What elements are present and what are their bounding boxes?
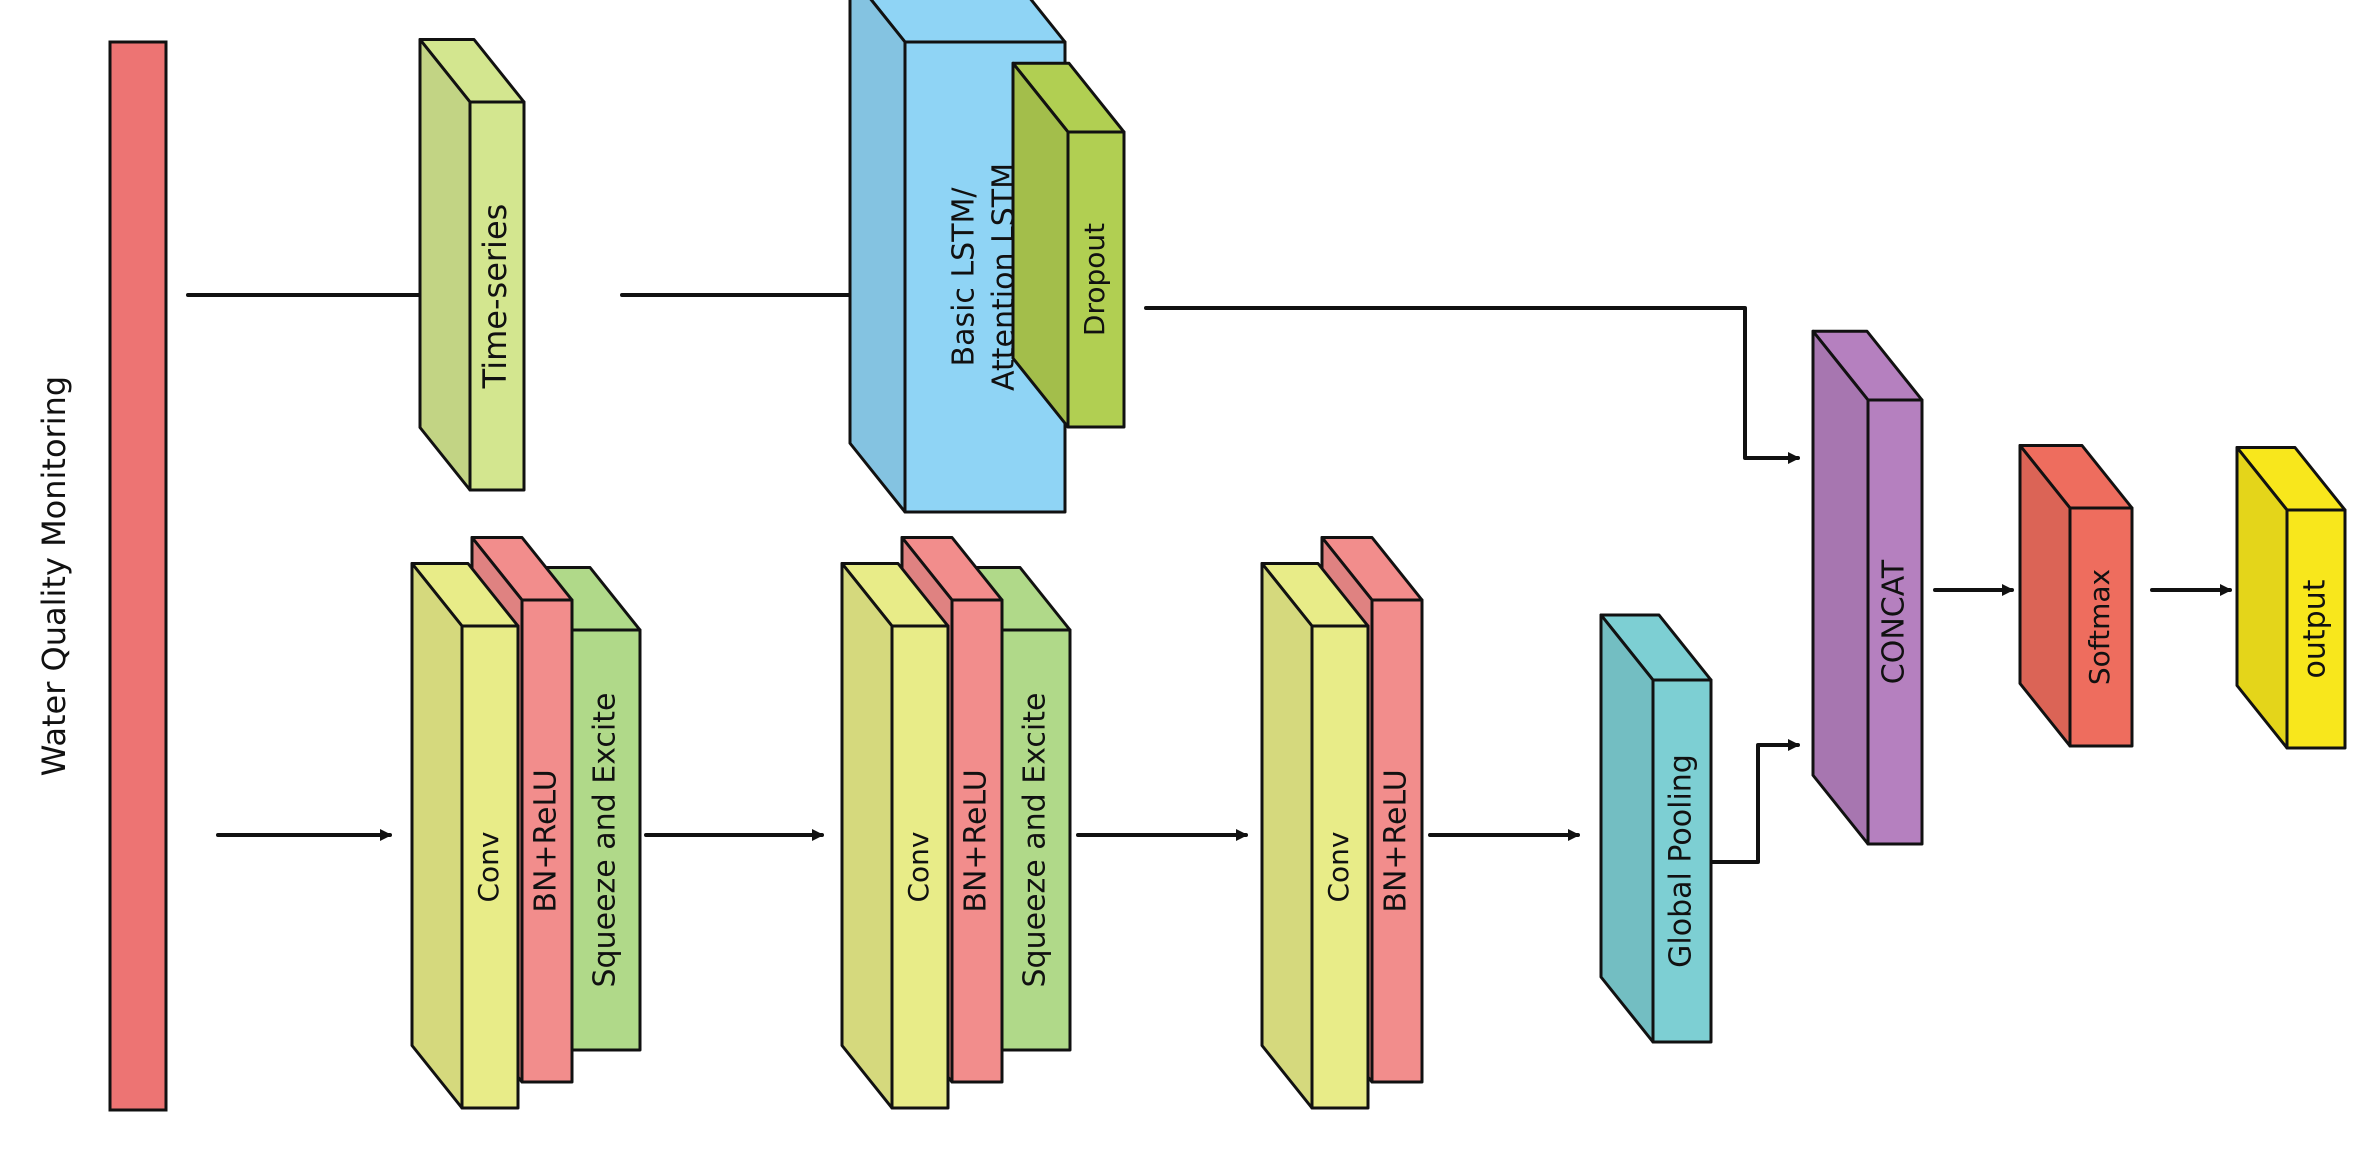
block-front-face — [520, 598, 574, 1084]
blocks: Time-series Basic LSTM/ Attention LSTM D… — [410, 0, 2347, 1110]
block-front-face — [1866, 398, 1924, 846]
block-front-face — [2068, 506, 2134, 748]
block-label-line1: Basic LSTM/ — [947, 187, 982, 367]
block-side-face — [1811, 329, 1870, 846]
block-time-series: Time-series — [418, 38, 526, 492]
block-label: Conv — [902, 832, 935, 903]
block-side-face — [410, 562, 464, 1110]
block-side-face — [1599, 613, 1655, 1044]
block-front-face — [468, 100, 526, 492]
arrow-pooling-to-concat — [1710, 739, 1800, 864]
block-label: CONCAT — [1877, 559, 1912, 684]
block-label: Conv — [1322, 832, 1355, 903]
block-label: output — [2298, 579, 2333, 678]
arrow-dropout-to-concat — [1144, 306, 1800, 464]
block-global-pooling: Global Pooling — [1599, 613, 1713, 1044]
block-front-face — [460, 624, 520, 1110]
block-conv-3: Conv — [1260, 562, 1370, 1110]
block-dropout: Dropout — [1011, 61, 1126, 429]
block-side-face — [848, 0, 907, 514]
block-label: Time-series — [476, 204, 514, 390]
block-conv-1: Conv — [410, 562, 520, 1110]
input-label: Water Quality Monitoring — [35, 376, 73, 776]
block-label: Conv — [472, 832, 505, 903]
input-bar — [108, 40, 168, 1112]
block-label: BN+ReLU — [959, 769, 994, 912]
block-concat: CONCAT — [1811, 329, 1924, 846]
block-side-face — [840, 562, 894, 1110]
block-label: Global Pooling — [1664, 754, 1699, 968]
block-front-face — [1370, 598, 1424, 1084]
block-side-face — [418, 38, 472, 492]
block-output: output — [2235, 446, 2347, 750]
block-label: Squeeze and Excite — [588, 693, 623, 988]
block-conv-2: Conv — [840, 562, 950, 1110]
connections — [186, 289, 2232, 864]
block-softmax: Softmax — [2018, 444, 2134, 748]
block-front-face — [1651, 678, 1713, 1044]
block-front-face — [950, 598, 1004, 1084]
block-label: Squeeze and Excite — [1018, 693, 1053, 988]
block-label: Softmax — [2083, 569, 2116, 685]
block-front-face — [890, 624, 950, 1110]
block-front-face — [1066, 130, 1126, 429]
block-front-face — [2285, 508, 2347, 750]
block-label: BN+ReLU — [529, 769, 564, 912]
block-side-face — [1260, 562, 1314, 1110]
block-label: Dropout — [1078, 223, 1111, 336]
block-label: BN+ReLU — [1379, 769, 1414, 912]
block-front-face — [1310, 624, 1370, 1110]
